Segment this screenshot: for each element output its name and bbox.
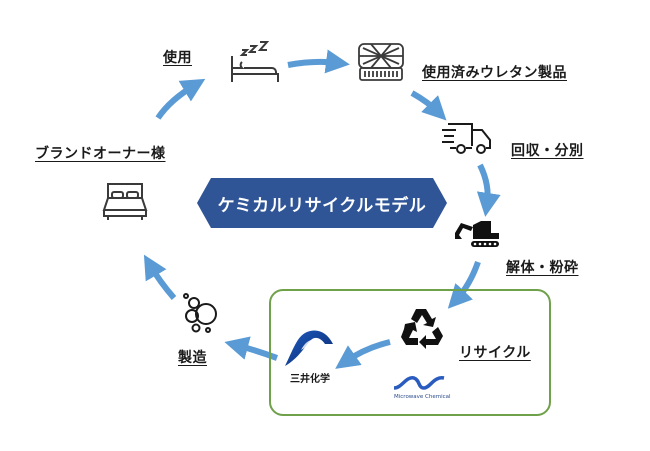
step-label-used-urethane: 使用済みウレタン製品 <box>422 65 567 81</box>
step-label-dismantle: 解体・粉砕 <box>506 260 579 276</box>
arrow-brand-to-use <box>155 78 206 120</box>
step-label-collection: 回収・分別 <box>511 143 584 159</box>
diagram-title: ケミカルリサイクルモデル <box>217 195 427 216</box>
microwave-chemical-logo <box>393 376 445 390</box>
bed-icon <box>102 183 148 220</box>
recycle-icon <box>401 309 443 349</box>
sleeping-bed-icon <box>231 41 279 82</box>
step-label-brand-owner: ブランドオーナー様 <box>35 146 166 162</box>
delivery-truck-icon <box>442 123 491 154</box>
arrow-dismantle-to-recycle <box>447 260 481 309</box>
arrow-collection-to-dismantle <box>476 163 501 217</box>
bubbles-icon <box>183 293 217 333</box>
step-label-recycle: リサイクル <box>459 345 531 361</box>
arrow-use-to-used <box>287 49 350 74</box>
excavator-icon <box>455 221 499 247</box>
mitsui-chemicals-logo <box>285 330 333 366</box>
partner-name-mitsui: 三井化学 <box>290 374 330 385</box>
arrow-recycle-to-mitsui <box>335 339 391 369</box>
arrow-manufacture-to-brand <box>143 254 177 300</box>
recycle-partners-frame <box>269 289 551 416</box>
step-label-manufacture: 製造 <box>178 350 207 366</box>
arrow-used-to-collection <box>410 90 447 121</box>
title-banner-shape <box>197 178 447 228</box>
step-label-use: 使用 <box>163 50 192 66</box>
arrow-mitsui-to-manufacture <box>224 336 279 361</box>
mattress-icon <box>358 43 404 81</box>
partner-name-microwave: Microwave Chemical <box>394 394 451 400</box>
